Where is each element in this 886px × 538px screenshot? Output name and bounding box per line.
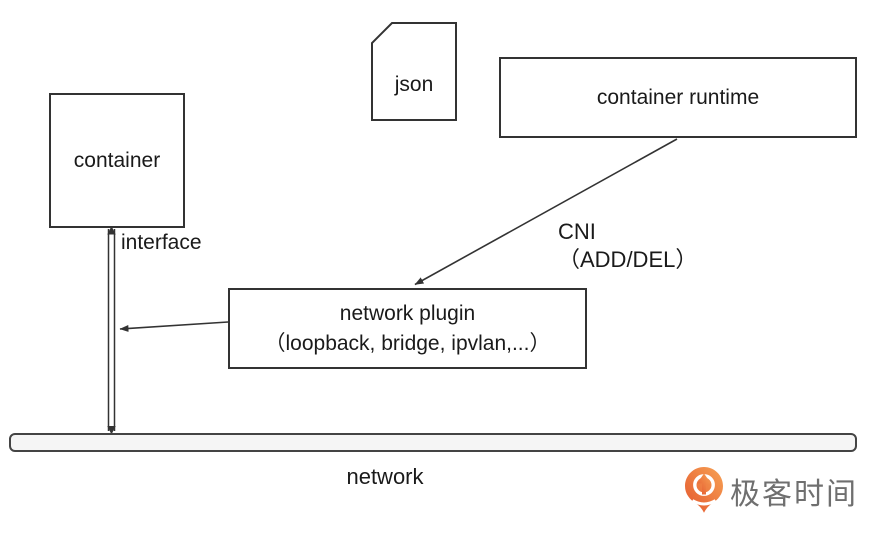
geektime-pin-icon xyxy=(685,467,723,513)
cni-edge-subtitle: （ADD/DEL） xyxy=(558,247,698,272)
container-runtime-label: container runtime xyxy=(596,85,760,109)
cni-edge-label: CNI （ADD/DEL） xyxy=(558,218,697,274)
network-plugin-title: network plugin xyxy=(339,301,476,325)
node-network-plugin: network plugin （loopback, bridge, ipvlan… xyxy=(228,288,587,369)
network-label: network xyxy=(346,464,424,489)
container-label: container xyxy=(73,148,161,172)
geektime-logo-text: 极客时间 xyxy=(730,478,858,511)
node-network-bar xyxy=(9,433,857,452)
node-json-config: json xyxy=(371,22,457,121)
plugin-to-interface-arrow xyxy=(119,321,229,332)
geektime-logo: 极客时间 xyxy=(684,466,858,516)
cni-edge-title: CNI xyxy=(558,219,596,244)
document-icon xyxy=(371,22,457,121)
json-doc-label: json xyxy=(394,72,434,96)
node-container-runtime: container runtime xyxy=(499,57,857,138)
node-container: container xyxy=(49,93,185,228)
network-plugin-subtitle: （loopback, bridge, ipvlan,...） xyxy=(264,331,551,355)
interface-label: interface xyxy=(121,231,202,254)
